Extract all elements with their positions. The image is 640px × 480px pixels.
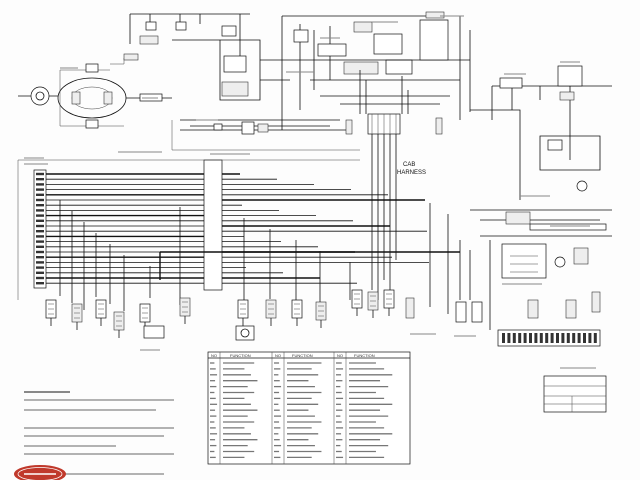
switch-upper xyxy=(85,63,99,73)
pin xyxy=(566,333,570,343)
right-sensor xyxy=(576,180,588,192)
pin xyxy=(36,235,44,238)
top-centre-left-section xyxy=(129,13,360,151)
pin xyxy=(502,333,505,343)
pin xyxy=(36,219,44,222)
pin xyxy=(545,333,549,343)
pin xyxy=(577,333,581,343)
logo xyxy=(14,465,66,480)
pin xyxy=(36,245,44,248)
bottom-components xyxy=(45,289,415,341)
pin xyxy=(556,333,559,343)
pin xyxy=(36,256,44,259)
pin xyxy=(523,333,527,343)
connector-pins xyxy=(142,307,148,319)
connector-pins xyxy=(354,293,360,305)
top-centre-section xyxy=(281,11,471,130)
right-section xyxy=(455,65,612,347)
pin xyxy=(593,333,597,343)
module-a xyxy=(293,29,309,43)
connector-pins xyxy=(370,295,376,307)
pin xyxy=(572,333,576,343)
relay-left xyxy=(71,91,81,105)
pin xyxy=(583,333,586,343)
pin xyxy=(36,271,44,274)
pin xyxy=(36,172,44,176)
legend-header-no-2: NO xyxy=(275,353,281,358)
harness-label-line2: HARNESS xyxy=(397,170,426,176)
motor-symbol xyxy=(30,86,50,106)
relay-right xyxy=(103,91,113,105)
connector-pins xyxy=(182,301,188,313)
left-connector-strip xyxy=(17,159,460,314)
pin xyxy=(36,230,44,233)
left-connector xyxy=(33,169,47,289)
legend-header-no-3: NO xyxy=(337,353,343,358)
harness-label-line1: CAB xyxy=(403,162,415,168)
pin xyxy=(36,282,44,285)
connector-pins xyxy=(48,303,54,315)
pin xyxy=(507,333,511,343)
right-module xyxy=(557,65,583,87)
pin xyxy=(561,333,565,343)
pin xyxy=(36,250,44,254)
legend-header-function-2: FUNCTION xyxy=(292,353,313,358)
component xyxy=(405,297,415,319)
pin xyxy=(539,333,543,343)
pin xyxy=(36,224,44,228)
pin xyxy=(36,183,44,186)
legend-table: NO FUNCTION NO FUNCTION NO FUNCTION xyxy=(207,351,411,465)
connector-pins xyxy=(386,293,392,305)
pin xyxy=(36,188,44,191)
pin xyxy=(512,333,516,343)
pin xyxy=(588,333,592,343)
pin xyxy=(36,266,44,269)
pin xyxy=(36,276,44,280)
title-block xyxy=(543,375,607,413)
connector-b xyxy=(241,121,255,135)
component xyxy=(240,328,250,338)
pin xyxy=(36,204,44,207)
motor-loop-section xyxy=(18,53,172,129)
component xyxy=(235,325,255,341)
connector-pins xyxy=(116,315,122,327)
wire xyxy=(17,159,360,300)
switch-lower xyxy=(85,119,99,129)
pin xyxy=(36,209,44,212)
connector-a xyxy=(145,21,157,31)
pin xyxy=(36,198,44,202)
connector-pins xyxy=(318,305,324,317)
module-b xyxy=(373,33,403,55)
connector-pins xyxy=(268,303,274,315)
centre-connector xyxy=(203,159,223,291)
right-control-unit xyxy=(501,243,547,279)
connector-pins xyxy=(74,307,80,319)
connector-pins xyxy=(98,303,104,315)
pin xyxy=(36,261,44,264)
legend-header-function-1: FUNCTION xyxy=(230,353,251,358)
pin xyxy=(36,178,44,181)
pin xyxy=(36,240,44,243)
pin xyxy=(534,333,538,343)
relay-top xyxy=(221,25,237,37)
right-relay xyxy=(499,77,523,89)
pin xyxy=(529,333,532,343)
pin xyxy=(550,333,554,343)
pin xyxy=(36,193,44,196)
pin xyxy=(36,214,44,217)
wire xyxy=(159,251,460,280)
connector-pins xyxy=(294,303,300,315)
pin xyxy=(518,333,522,343)
legend-header-no-1: NO xyxy=(211,353,217,358)
connector-pins xyxy=(240,303,246,315)
component xyxy=(143,325,165,339)
legend-header-function-3: FUNCTION xyxy=(354,353,375,358)
cab-harness-bundle: CAB HARNESS xyxy=(345,70,443,300)
